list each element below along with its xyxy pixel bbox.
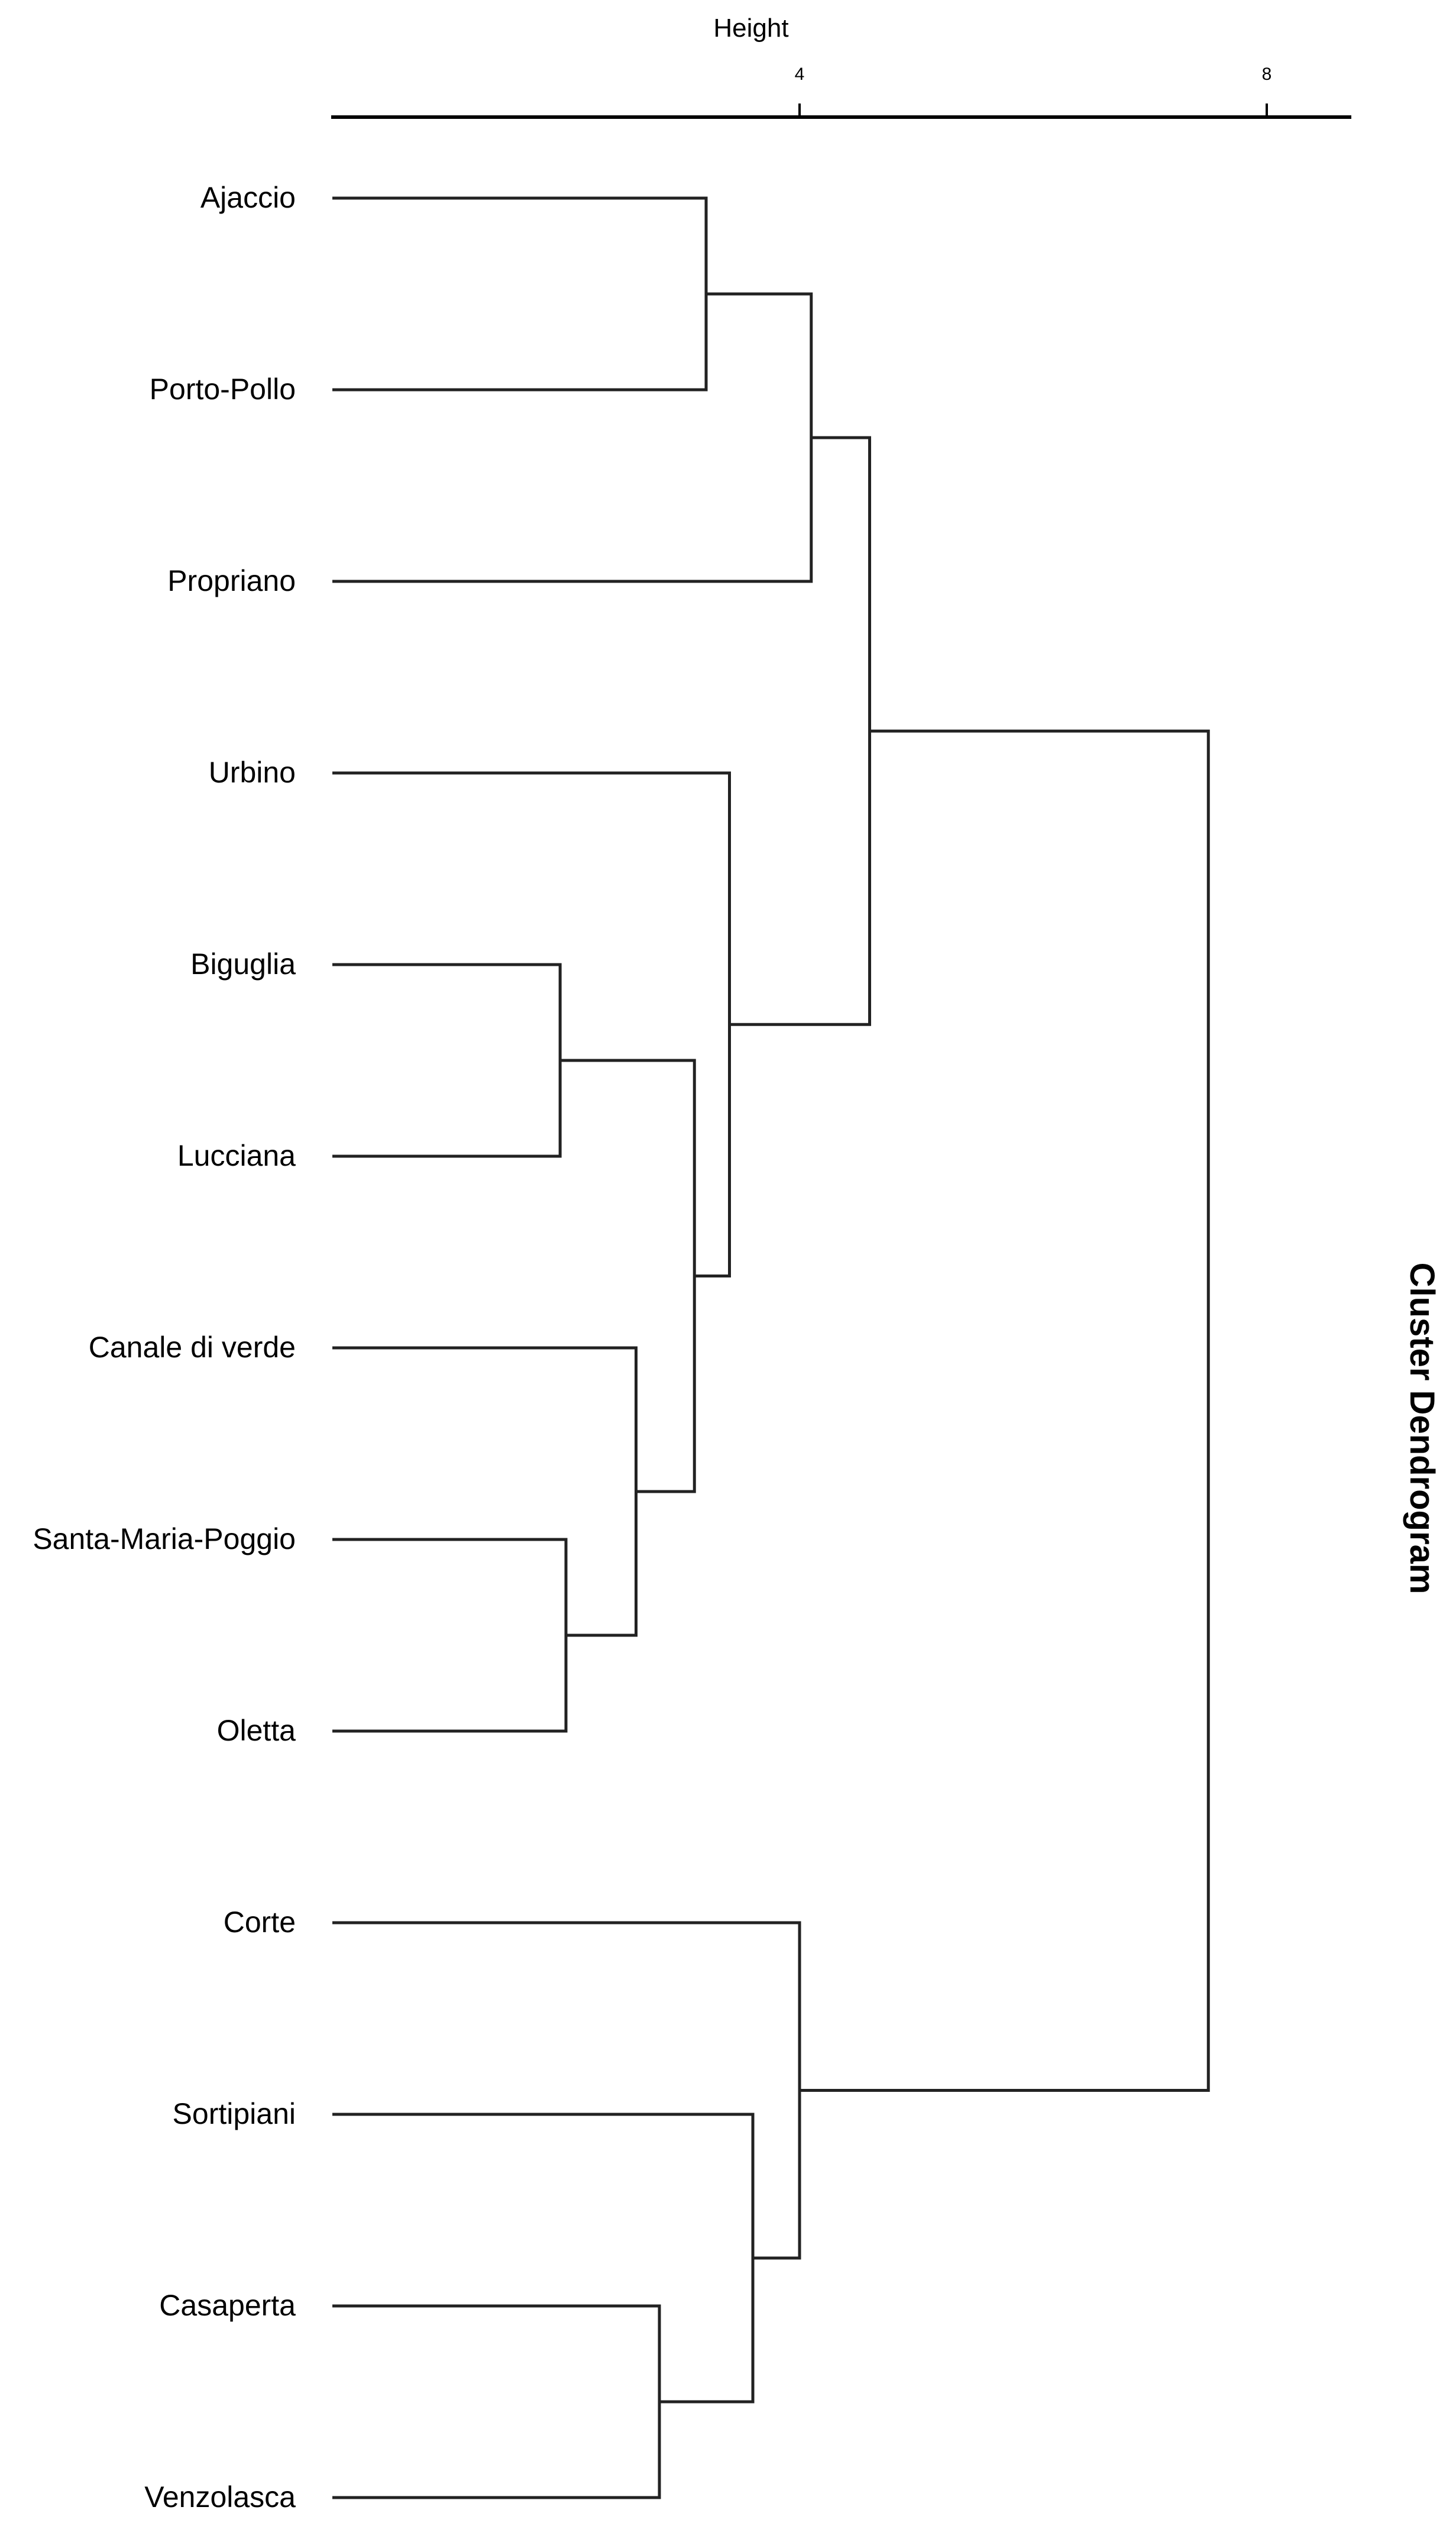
dendrogram-branch (332, 1921, 801, 2260)
dendrogram-branches (332, 196, 1210, 2499)
leaf-label: Casaperta (159, 2289, 296, 2322)
tick-label: 4 (795, 64, 805, 84)
dendrogram-branch (332, 2304, 661, 2499)
leaf-label: Oletta (217, 1714, 296, 1747)
leaf-label: Venzolasca (144, 2480, 296, 2514)
leaf-label: Propriano (167, 564, 296, 597)
leaf-label: Ajaccio (200, 181, 296, 214)
leaf-label: Porto-Pollo (150, 373, 296, 406)
tick-label: 8 (1262, 64, 1272, 84)
axis-title: Height (713, 14, 788, 43)
leaf-label: Canale di verde (89, 1331, 296, 1364)
leaf-labels: AjaccioPorto-PolloProprianoUrbinoBigugli… (33, 181, 296, 2514)
leaf-label: Santa-Maria-Poggio (33, 1522, 296, 1555)
dendrogram-branch (560, 1059, 696, 1493)
dendrogram-branch (332, 2113, 755, 2404)
dendrogram-branch (332, 1538, 568, 1733)
dendrogram-branch (800, 729, 1210, 2092)
leaf-label: Sortipiani (173, 2097, 296, 2130)
leaf-label: Lucciana (177, 1139, 296, 1172)
leaf-label: Biguglia (190, 947, 296, 981)
dendrogram-branch (332, 196, 708, 392)
dendrogram-branch (729, 436, 871, 1026)
leaf-label: Urbino (209, 756, 296, 789)
leaf-label: Corte (224, 1906, 296, 1939)
dendrogram-branch (332, 963, 562, 1158)
dendrogram-branch (332, 292, 813, 583)
chart-title: Cluster Dendrogram (1403, 1263, 1441, 1594)
dendrogram-branch (332, 771, 731, 1277)
dendrogram-branch (332, 1346, 638, 1637)
